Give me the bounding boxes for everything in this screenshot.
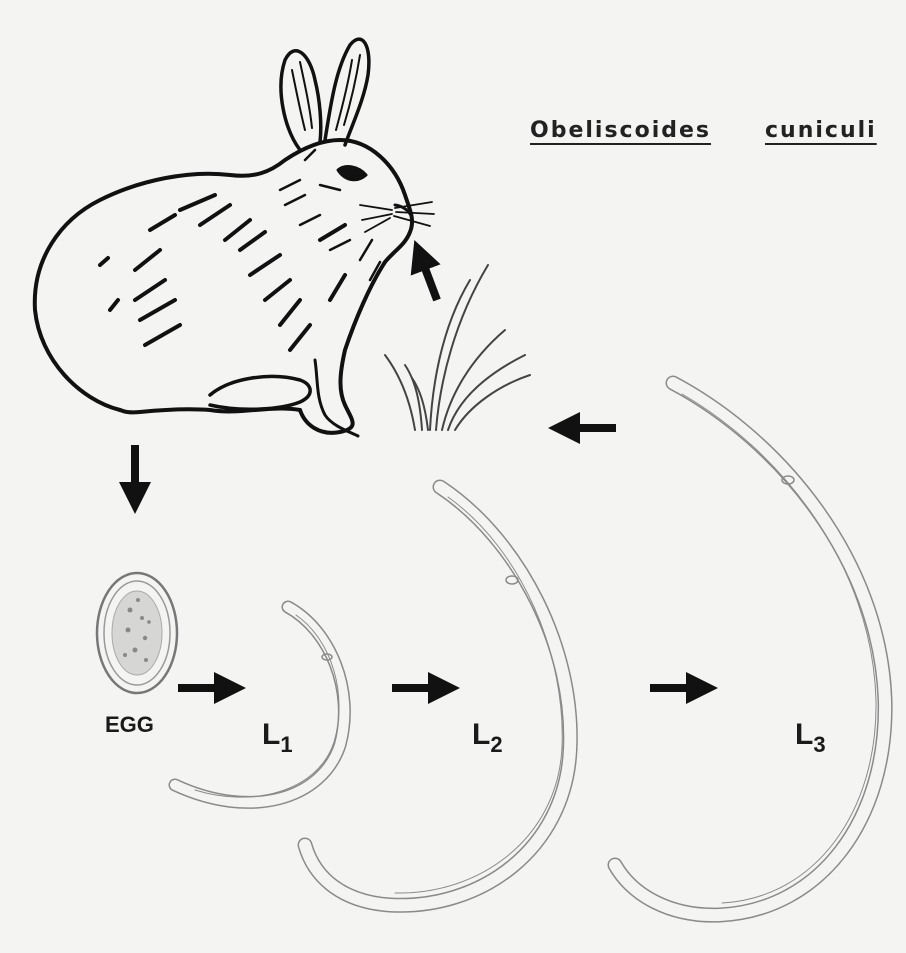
label-l3-sub: 3 [813,732,825,757]
arrow-grass-to-rabbit [420,255,437,300]
label-l2-letter: L [472,718,490,751]
label-l2: L2 [472,718,503,758]
cycle-arrows [135,255,702,688]
label-l3: L3 [795,718,826,758]
egg-illustration [97,573,177,693]
label-l2-sub: 2 [490,732,502,757]
label-l1: L1 [262,718,293,758]
label-egg: EGG [105,712,154,738]
grass-illustration [385,265,530,430]
label-l3-letter: L [795,718,813,751]
larva-l1 [175,607,344,802]
label-l1-sub: 1 [280,732,292,757]
title-species: cuniculi [765,118,877,143]
label-l1-letter: L [262,718,280,751]
rabbit-illustration [35,39,434,436]
larva-l3 [615,383,885,915]
title-genus: Obeliscoides [530,118,711,143]
